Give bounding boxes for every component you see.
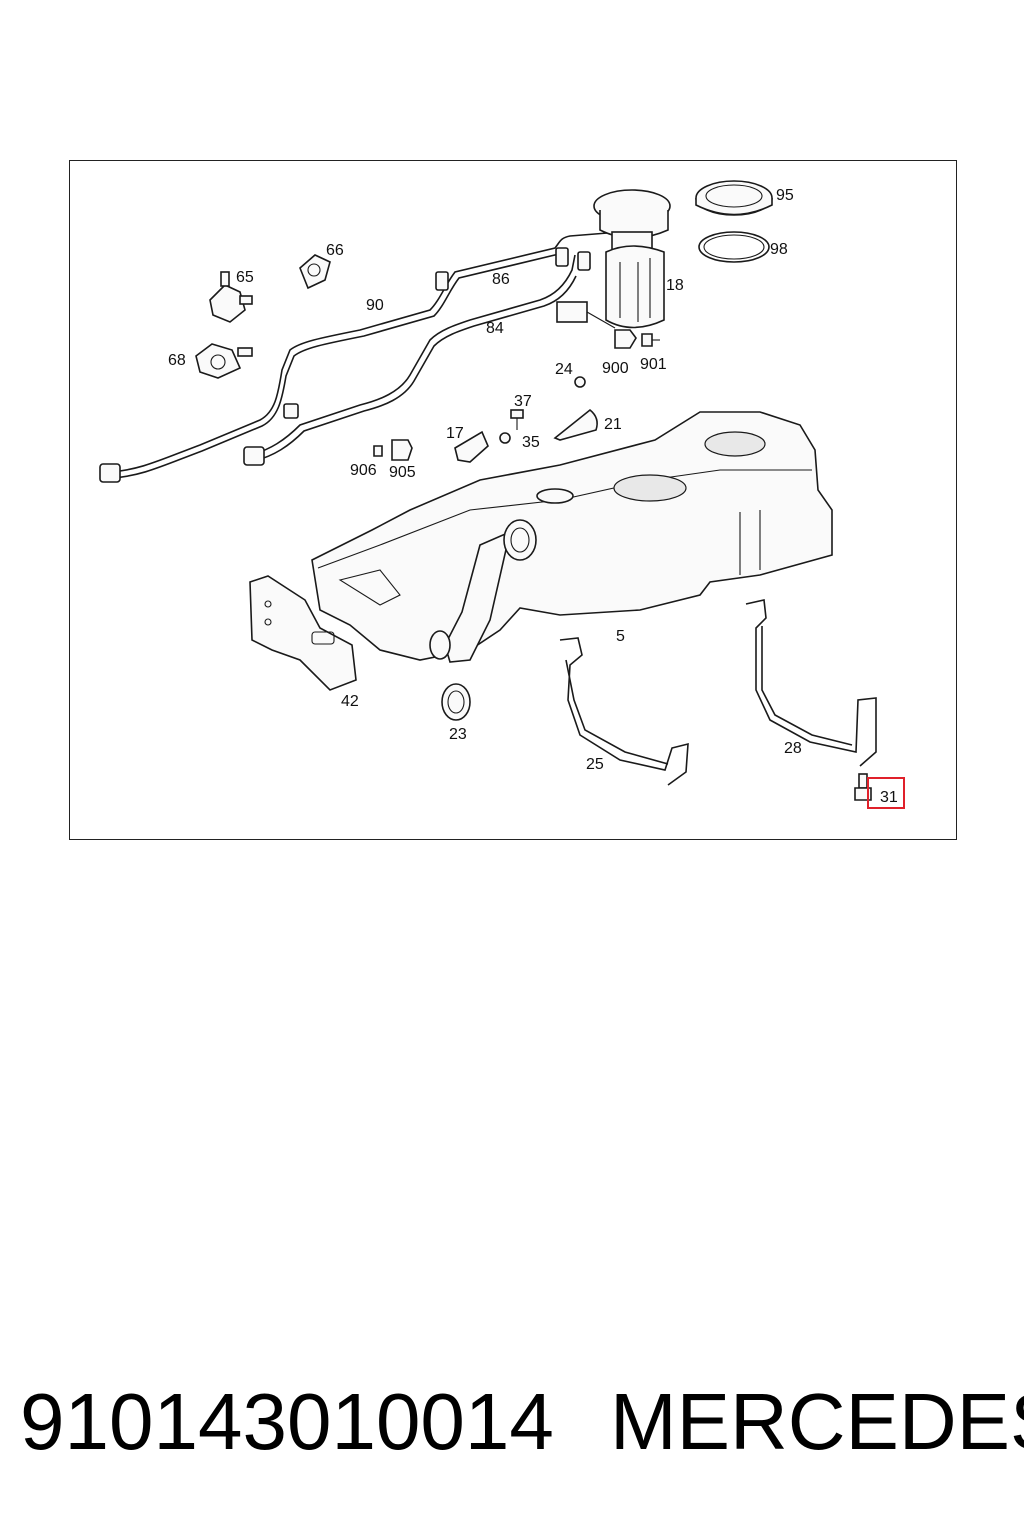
callout-901: 901 [640,356,667,373]
callout-86: 86 [492,271,510,288]
bracket-17[interactable] [454,430,489,463]
callout-25: 25 [586,756,604,773]
screw-37[interactable] [510,409,524,430]
fuel-tank-5[interactable] [311,411,833,661]
fuel-pump-module-18[interactable] [593,189,671,329]
callout-5: 5 [616,628,625,645]
fuel-line-84[interactable] [243,254,577,466]
callout-18: 18 [666,277,684,294]
callout-66: 66 [326,242,344,259]
filler-neck[interactable] [429,519,537,663]
washer-35[interactable] [499,432,511,444]
callout-17: 17 [446,425,464,442]
callout-906: 906 [350,462,377,479]
diagram-frame [69,160,957,840]
plug-906[interactable] [373,445,383,457]
callout-900: 900 [602,360,629,377]
callout-98: 98 [770,241,788,258]
callout-31: 31 [880,789,898,806]
grommet-23[interactable] [441,683,471,721]
fuel-tank-exploded-diagram: 95 98 66 65 18 86 90 84 68 900 901 24 37… [99,180,905,809]
washer-24[interactable] [574,376,586,388]
clip-65[interactable] [209,271,253,323]
connector-905[interactable] [391,439,413,461]
flap-21[interactable] [553,408,598,441]
callout-84: 84 [486,320,504,337]
brand-name: MERCEDES [610,1377,1024,1466]
callout-42: 42 [341,693,359,710]
callout-23: 23 [449,726,467,743]
callout-95: 95 [776,187,794,204]
plug-901[interactable] [641,333,660,347]
strap-28[interactable] [745,599,877,767]
part-number: 910143010014 [20,1377,554,1466]
highlight-box-31 [867,777,905,809]
line-connectors-86[interactable] [435,247,591,291]
fuel-line-90[interactable] [99,231,621,483]
footer: 910143010014 MERCEDES [20,1372,1024,1472]
strap-25[interactable] [559,637,689,786]
callout-68: 68 [168,352,186,369]
callout-37: 37 [514,393,532,410]
callout-90: 90 [366,297,384,314]
callout-65: 65 [236,269,254,286]
sensor-connector-900[interactable] [556,301,637,349]
clip-66[interactable] [299,254,331,290]
locking-ring-95[interactable] [695,180,773,216]
heat-shield-42[interactable] [249,575,357,691]
clip-68[interactable] [195,343,253,379]
callout-905: 905 [389,464,416,481]
callout-21: 21 [604,416,622,433]
seal-ring-98[interactable] [698,231,770,263]
callout-24: 24 [555,361,573,378]
callout-35: 35 [522,434,540,451]
callout-28: 28 [784,740,802,757]
